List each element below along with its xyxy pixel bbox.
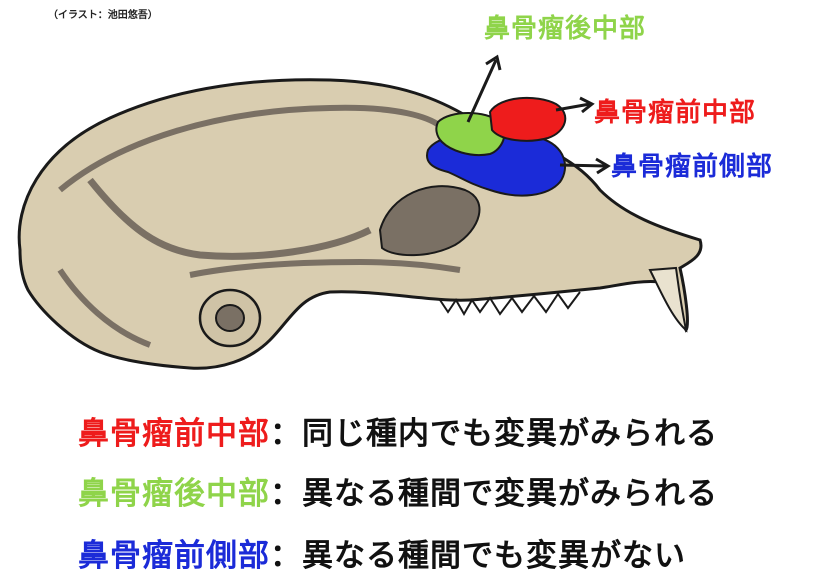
legend-term: 鼻骨瘤前中部	[78, 416, 270, 452]
legend-separator: ：	[270, 476, 302, 512]
region-anterior-middle	[490, 98, 565, 141]
legend-separator: ：	[270, 416, 302, 452]
legend-description: 異なる種間でも変異がない	[302, 538, 686, 574]
arrow-anterior-middle	[556, 98, 592, 112]
label-posterior-middle: 鼻骨瘤後中部	[484, 8, 646, 45]
legend-row-anterior-middle: 鼻骨瘤前中部：同じ種内でも変異がみられる	[78, 408, 718, 453]
label-anterior-middle: 鼻骨瘤前中部	[594, 92, 756, 129]
legend-term: 鼻骨瘤後中部	[78, 476, 270, 512]
legend-description: 同じ種内でも変異がみられる	[302, 416, 718, 452]
legend-description: 異なる種間で変異がみられる	[302, 476, 718, 512]
legend-row-anterior-lateral: 鼻骨瘤前側部：異なる種間でも変異がない	[78, 530, 686, 575]
label-anterior-lateral: 鼻骨瘤前側部	[611, 146, 773, 183]
legend-term: 鼻骨瘤前側部	[78, 538, 270, 574]
legend-row-posterior-middle: 鼻骨瘤後中部：異なる種間で変異がみられる	[78, 468, 718, 513]
ear-opening	[216, 305, 244, 331]
legend-separator: ：	[270, 538, 302, 574]
skull-illustration	[0, 0, 839, 400]
